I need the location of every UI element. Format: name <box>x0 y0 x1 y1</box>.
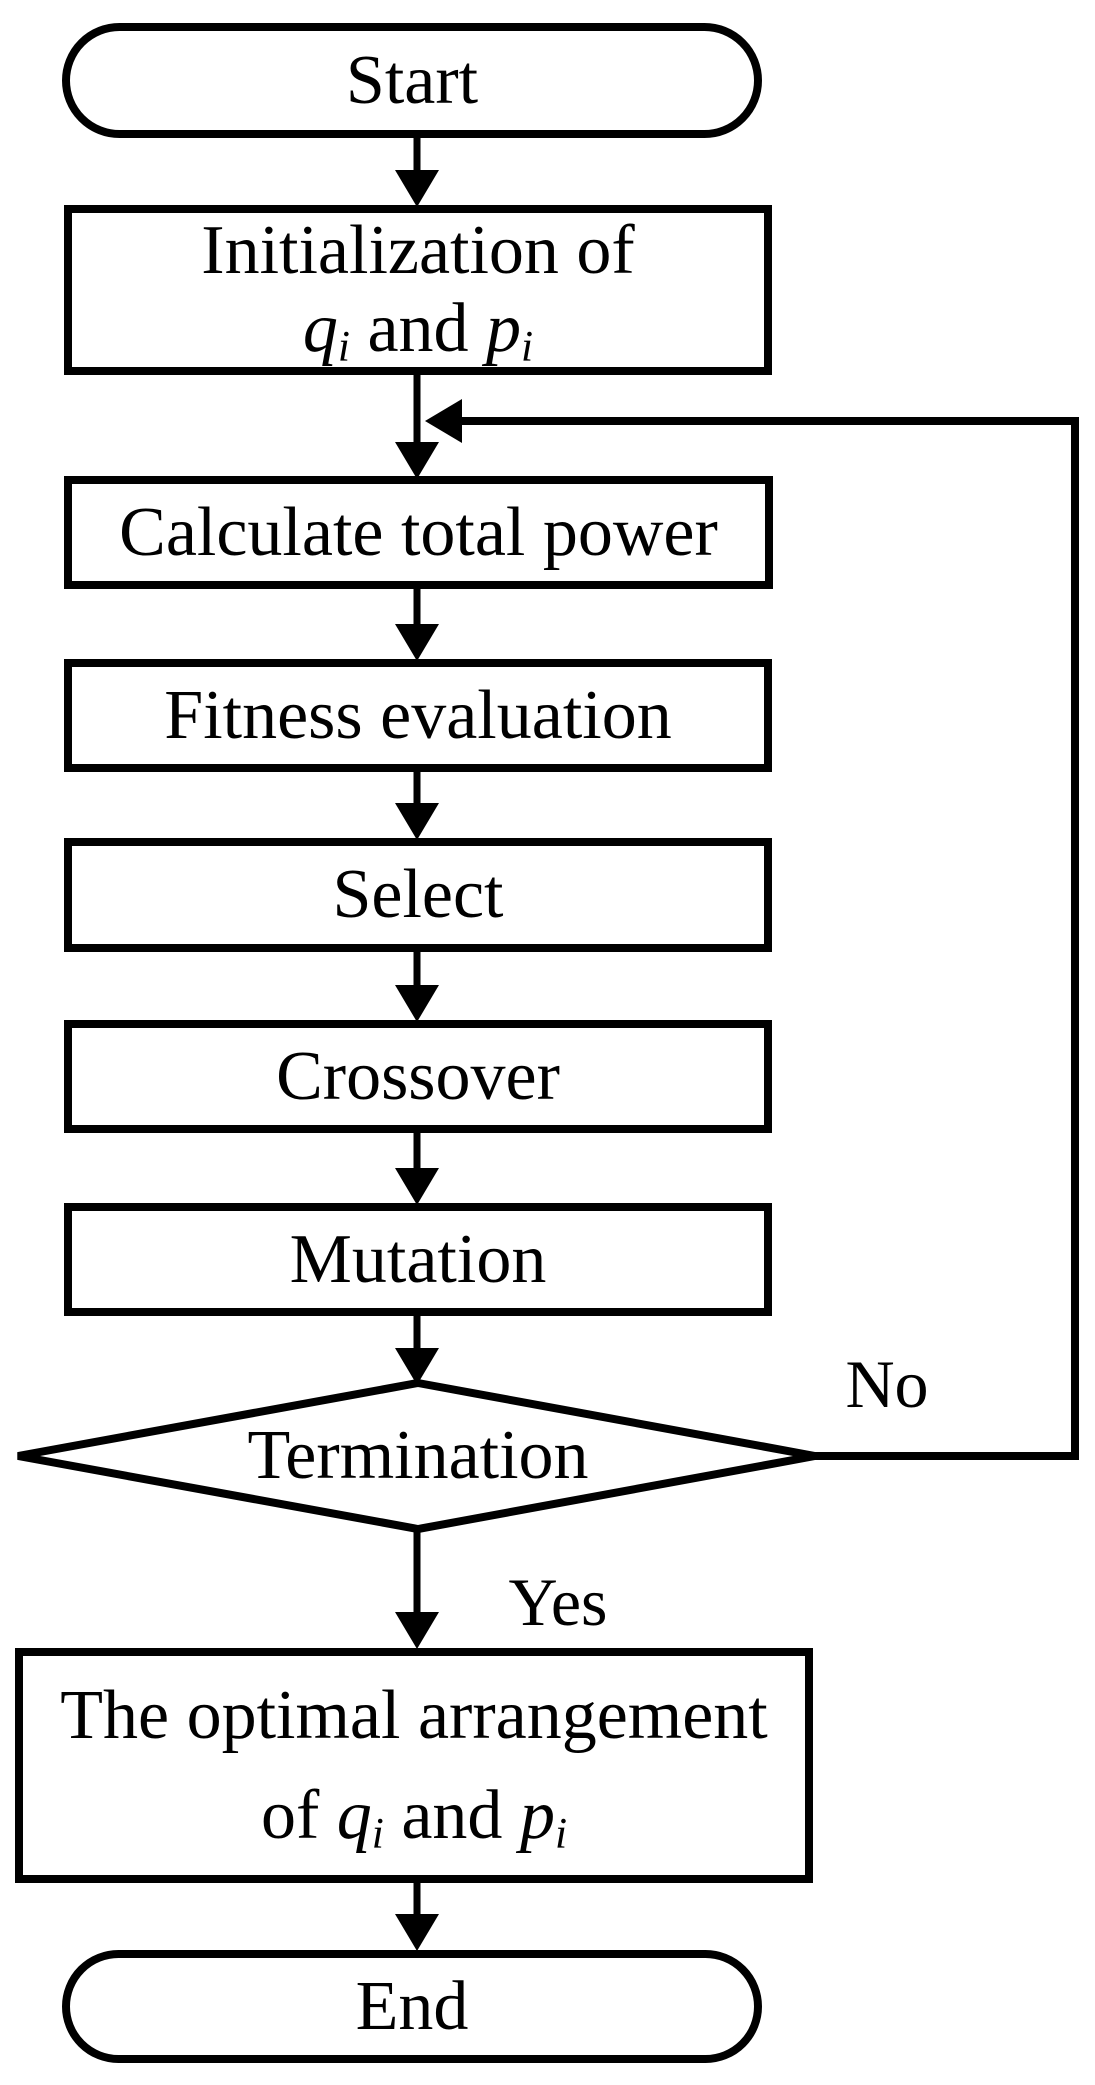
termination-label: Termination <box>247 1417 589 1494</box>
initialization-label-line2: qi and pi <box>302 290 534 371</box>
end-label: End <box>355 1967 469 2045</box>
edge-select-crossover <box>395 948 439 1022</box>
optimal-arrangement-label-line2: of qi and pi <box>260 1776 567 1858</box>
node-calculate-power: Calculate total power <box>64 476 773 589</box>
start-label: Start <box>345 41 479 119</box>
node-optimal-arrangement: The optimal arrangement of qi and pi <box>15 1648 813 1883</box>
edge-calculate-fitness <box>395 584 439 661</box>
calculate-power-label: Calculate total power <box>119 493 718 571</box>
node-end: End <box>62 1950 762 2063</box>
yes-label: Yes <box>508 1563 608 1640</box>
crossover-label: Crossover <box>276 1037 560 1115</box>
initialization-label-line1: Initialization of <box>201 212 635 289</box>
no-label: No <box>845 1345 929 1422</box>
edge-label-yes: Yes <box>478 1564 638 1640</box>
select-label: Select <box>332 856 504 933</box>
node-select: Select <box>64 838 772 952</box>
node-start: Start <box>62 23 762 138</box>
edge-termination-optimal-yes <box>395 1527 439 1649</box>
optimal-arrangement-label-line1: The optimal arrangement <box>60 1676 768 1754</box>
edge-optimal-end <box>395 1879 439 1951</box>
edge-termination-no-loop <box>425 399 1079 1460</box>
node-initialization: Initialization of qi and pi <box>64 205 772 375</box>
edge-mutation-termination <box>395 1312 439 1385</box>
node-crossover: Crossover <box>64 1020 772 1133</box>
node-mutation: Mutation <box>64 1203 772 1316</box>
node-fitness-evaluation: Fitness evaluation <box>64 659 772 772</box>
edge-init-calculate <box>395 371 439 479</box>
edge-label-no: No <box>812 1346 962 1422</box>
edge-fitness-select <box>395 768 439 840</box>
fitness-evaluation-label: Fitness evaluation <box>164 676 672 754</box>
node-termination-label: Termination <box>118 1408 718 1504</box>
mutation-label: Mutation <box>289 1220 547 1298</box>
edge-crossover-mutation <box>395 1128 439 1205</box>
edge-start-init <box>395 134 439 207</box>
